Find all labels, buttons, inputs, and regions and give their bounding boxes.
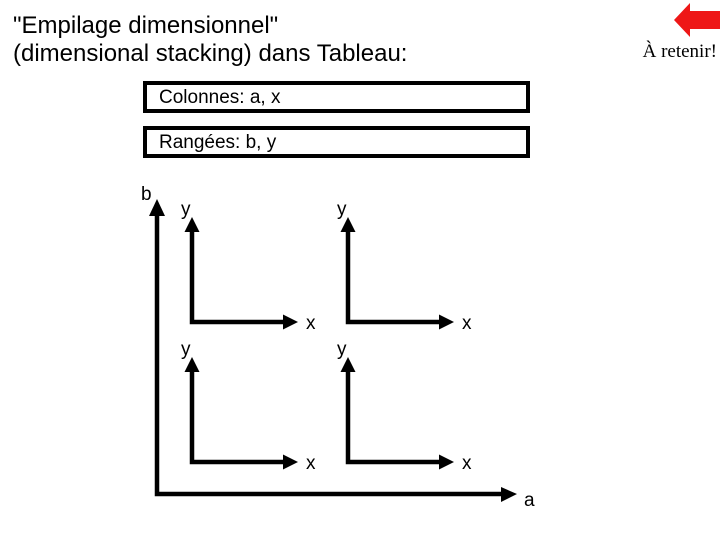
inner-vertical-axis-label: y	[337, 199, 347, 220]
inner-axes-top-left: y x	[181, 199, 316, 334]
back-arrow-shape[interactable]	[674, 3, 720, 37]
inner-horizontal-axis-label: x	[306, 453, 316, 474]
inner-axes-bottom-right: y x	[337, 339, 472, 474]
rows-shelf-box: Rangées: b, y	[143, 126, 530, 158]
outer-horizontal-axis-label: a	[524, 490, 535, 511]
columns-shelf-box: Colonnes: a, x	[143, 81, 530, 113]
outer-axes: b a	[141, 184, 535, 511]
inner-horizontal-arrowhead-icon	[439, 454, 454, 470]
inner-vertical-axis-label: y	[181, 339, 191, 360]
slide-title-line1: "Empilage dimensionnel"	[13, 12, 279, 39]
inner-axes-line	[189, 227, 284, 325]
inner-vertical-axis-label: y	[337, 339, 347, 360]
outer-axes-line	[154, 214, 502, 497]
outer-horizontal-arrowhead-icon	[501, 487, 517, 502]
outer-vertical-arrowhead-icon	[149, 199, 165, 216]
slide-title-line2: (dimensional stacking) dans Tableau:	[13, 40, 408, 67]
inner-vertical-arrowhead-icon	[184, 217, 200, 232]
inner-horizontal-axis-label: x	[462, 453, 472, 474]
inner-axes-line	[345, 227, 440, 325]
inner-vertical-arrowhead-icon	[340, 217, 356, 232]
columns-shelf-label: Colonnes: a, x	[159, 87, 281, 108]
note-label: À retenir!	[642, 41, 717, 62]
inner-axes-line	[189, 367, 284, 465]
outer-vertical-axis-label: b	[141, 184, 152, 205]
inner-vertical-arrowhead-icon	[184, 357, 200, 372]
inner-horizontal-arrowhead-icon	[283, 454, 298, 470]
rows-shelf-label: Rangées: b, y	[159, 132, 277, 153]
inner-horizontal-axis-label: x	[462, 313, 472, 334]
back-arrow-icon[interactable]	[0, 0, 720, 60]
inner-horizontal-arrowhead-icon	[439, 314, 454, 330]
inner-axes-line	[345, 367, 440, 465]
inner-axes-bottom-left: y x	[181, 339, 316, 474]
inner-horizontal-arrowhead-icon	[283, 314, 298, 330]
slide-title: "Empilage dimensionnel" (dimensional sta…	[13, 12, 407, 68]
inner-vertical-axis-label: y	[181, 199, 191, 220]
inner-horizontal-axis-label: x	[306, 313, 316, 334]
inner-axes-top-right: y x	[337, 199, 472, 334]
inner-vertical-arrowhead-icon	[340, 357, 356, 372]
